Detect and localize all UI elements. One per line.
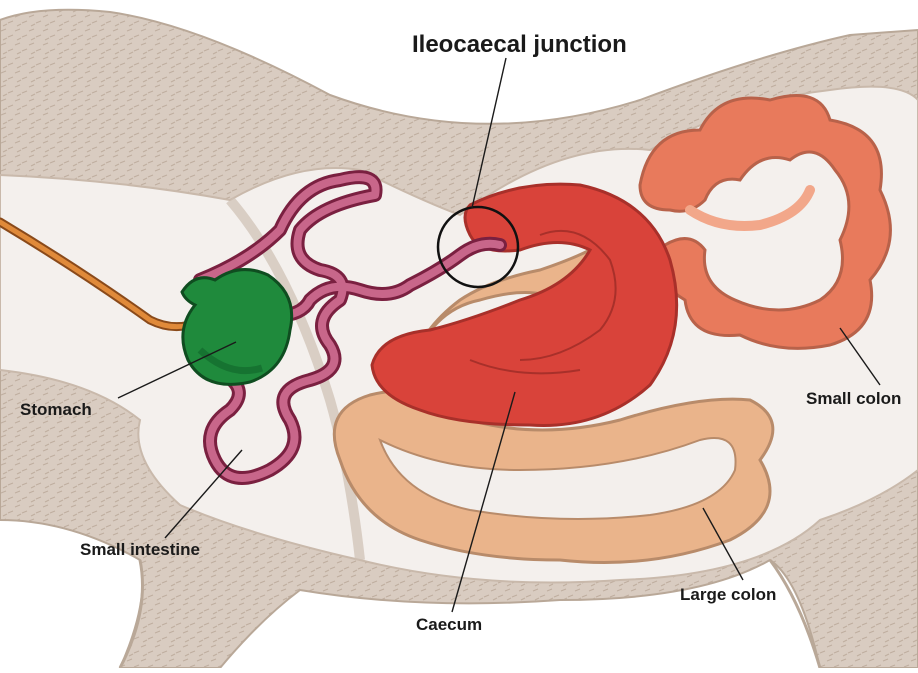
title-label: Ileocaecal junction [412, 31, 627, 58]
stomach-label: Stomach [20, 400, 92, 419]
small-intestine-label: Small intestine [80, 540, 200, 559]
large-colon-label: Large colon [680, 585, 776, 604]
caecum-label: Caecum [416, 615, 482, 634]
stomach [182, 270, 292, 385]
small-colon-label: Small colon [806, 389, 901, 408]
